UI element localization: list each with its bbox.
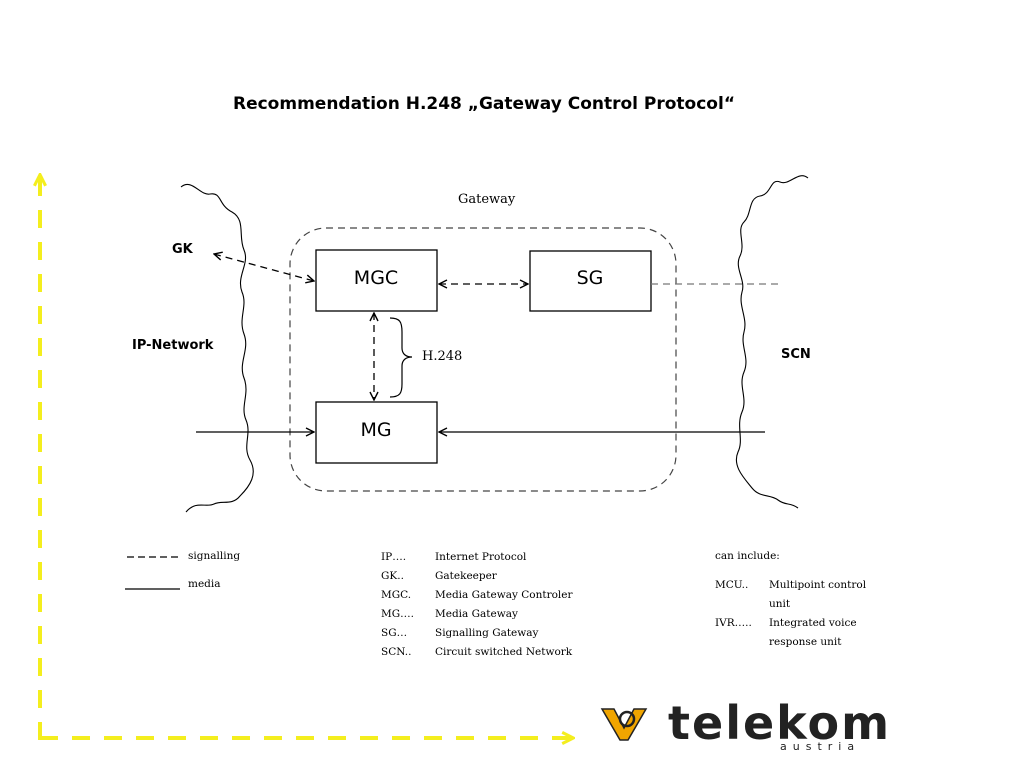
gateway-label: Gateway bbox=[458, 192, 516, 207]
can-include-heading: can include: bbox=[715, 550, 780, 562]
can-include-key: MCU.. bbox=[715, 579, 749, 591]
gk-label: GK bbox=[172, 242, 193, 257]
abbreviation-key: GK.. bbox=[381, 570, 404, 582]
can-include-value: Multipoint control unit bbox=[769, 579, 867, 610]
abbreviation-value: Internet Protocol bbox=[435, 551, 527, 563]
abbreviation-key: MGC. bbox=[381, 589, 412, 601]
legend-media-label: media bbox=[188, 578, 221, 590]
scn-boundary bbox=[735, 175, 809, 509]
ip-network-label: IP-Network bbox=[132, 338, 214, 353]
sg-box bbox=[529, 250, 652, 312]
legend-signalling-label: signalling bbox=[188, 550, 241, 562]
mg-box bbox=[315, 401, 438, 464]
abbreviation-row: SG… Signalling Gateway bbox=[381, 624, 573, 643]
abbreviation-row: GK.. Gatekeeper bbox=[381, 567, 573, 586]
slide-title: Recommendation H.248 „Gateway Control Pr… bbox=[232, 94, 735, 114]
telekom-logo-subtext: austria bbox=[780, 740, 861, 753]
abbreviation-row: MG…. Media Gateway bbox=[381, 605, 573, 624]
telekom-logo-text: telekom bbox=[668, 696, 892, 750]
abbreviation-key: IP…. bbox=[381, 551, 407, 563]
abbreviation-value: Circuit switched Network bbox=[435, 646, 573, 658]
mg-label: MG bbox=[360, 419, 392, 441]
mgc-label: MGC bbox=[353, 267, 399, 289]
abbreviation-row: IP…. Internet Protocol bbox=[381, 548, 573, 567]
telekom-logo-mark bbox=[600, 708, 648, 741]
abbreviation-value: Media Gateway bbox=[435, 608, 518, 620]
mgc-box bbox=[315, 249, 438, 312]
h248-brace bbox=[389, 317, 413, 398]
sg-label: SG bbox=[576, 267, 604, 289]
h248-label: H.248 bbox=[422, 349, 463, 364]
abbreviation-value: Media Gateway Controler bbox=[435, 589, 573, 601]
abbreviation-value: Signalling Gateway bbox=[435, 627, 539, 639]
can-include-row: MCU.. Multipoint control unit bbox=[715, 576, 887, 614]
gk-mgc-link bbox=[214, 254, 314, 281]
can-include-value: Integrated voice response unit bbox=[769, 617, 857, 648]
abbreviation-key: SG… bbox=[381, 627, 408, 639]
can-include-row: IVR….. Integrated voice response unit bbox=[715, 614, 887, 652]
ip-network-boundary bbox=[180, 184, 254, 513]
abbreviation-row: MGC. Media Gateway Controler bbox=[381, 586, 573, 605]
abbreviation-value: Gatekeeper bbox=[435, 570, 497, 582]
gateway-boundary bbox=[289, 227, 677, 492]
abbreviation-row: SCN.. Circuit switched Network bbox=[381, 643, 573, 662]
scn-label: SCN bbox=[781, 347, 811, 362]
can-include-key: IVR….. bbox=[715, 617, 752, 629]
abbreviation-key: SCN.. bbox=[381, 646, 412, 658]
abbreviation-key: MG…. bbox=[381, 608, 414, 620]
